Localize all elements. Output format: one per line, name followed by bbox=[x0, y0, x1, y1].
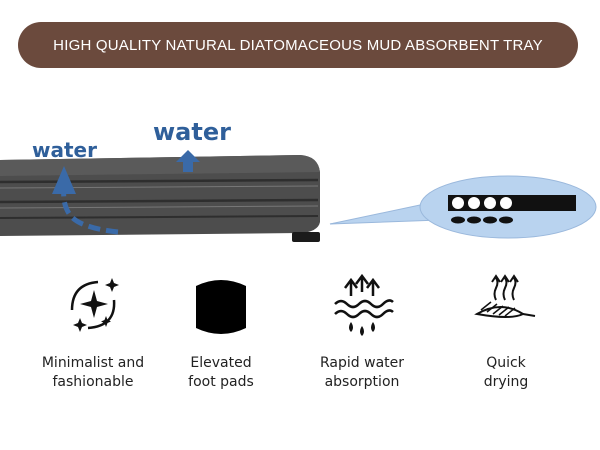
water-flow-arrow bbox=[52, 166, 119, 235]
diatomite-tray bbox=[0, 155, 320, 242]
title-banner: HIGH QUALITY NATURAL DIATOMACEOUS MUD AB… bbox=[18, 22, 578, 68]
banner-title: HIGH QUALITY NATURAL DIATOMACEOUS MUD AB… bbox=[53, 36, 543, 54]
feature-label-line1: Quick bbox=[486, 355, 526, 371]
feature-label-line2: foot pads bbox=[188, 374, 254, 390]
foot-pad-icon bbox=[196, 280, 246, 334]
tray-illustration bbox=[0, 150, 597, 242]
feature-label-line1: Elevated bbox=[190, 355, 252, 371]
quick-dry-icon bbox=[474, 274, 536, 318]
sparkles-icon bbox=[70, 278, 119, 332]
feature-label-line2: absorption bbox=[324, 374, 400, 390]
feature-label-line1: Minimalist and bbox=[41, 355, 145, 371]
foot-pad bbox=[292, 232, 320, 242]
feature-quick-drying: Quick drying bbox=[436, 270, 576, 392]
feature-minimalist: Minimalist and fashionable bbox=[23, 270, 163, 392]
water-label-top: water bbox=[153, 118, 231, 146]
feature-label-line2: fashionable bbox=[52, 374, 134, 390]
feature-label-line1: Rapid water bbox=[320, 355, 404, 371]
feature-rapid-absorption: Rapid water absorption bbox=[292, 270, 432, 392]
feature-foot-pads: Elevated foot pads bbox=[151, 270, 291, 392]
cross-section-callout bbox=[329, 175, 597, 239]
water-label-left: water bbox=[32, 138, 97, 162]
water-absorption-icon bbox=[334, 273, 394, 336]
water-up-arrow bbox=[176, 150, 200, 172]
feature-list: Minimalist and fashionable Elevated foot… bbox=[0, 270, 600, 410]
feature-label-line2: drying bbox=[483, 374, 529, 390]
product-diagram: water water bbox=[0, 118, 597, 242]
